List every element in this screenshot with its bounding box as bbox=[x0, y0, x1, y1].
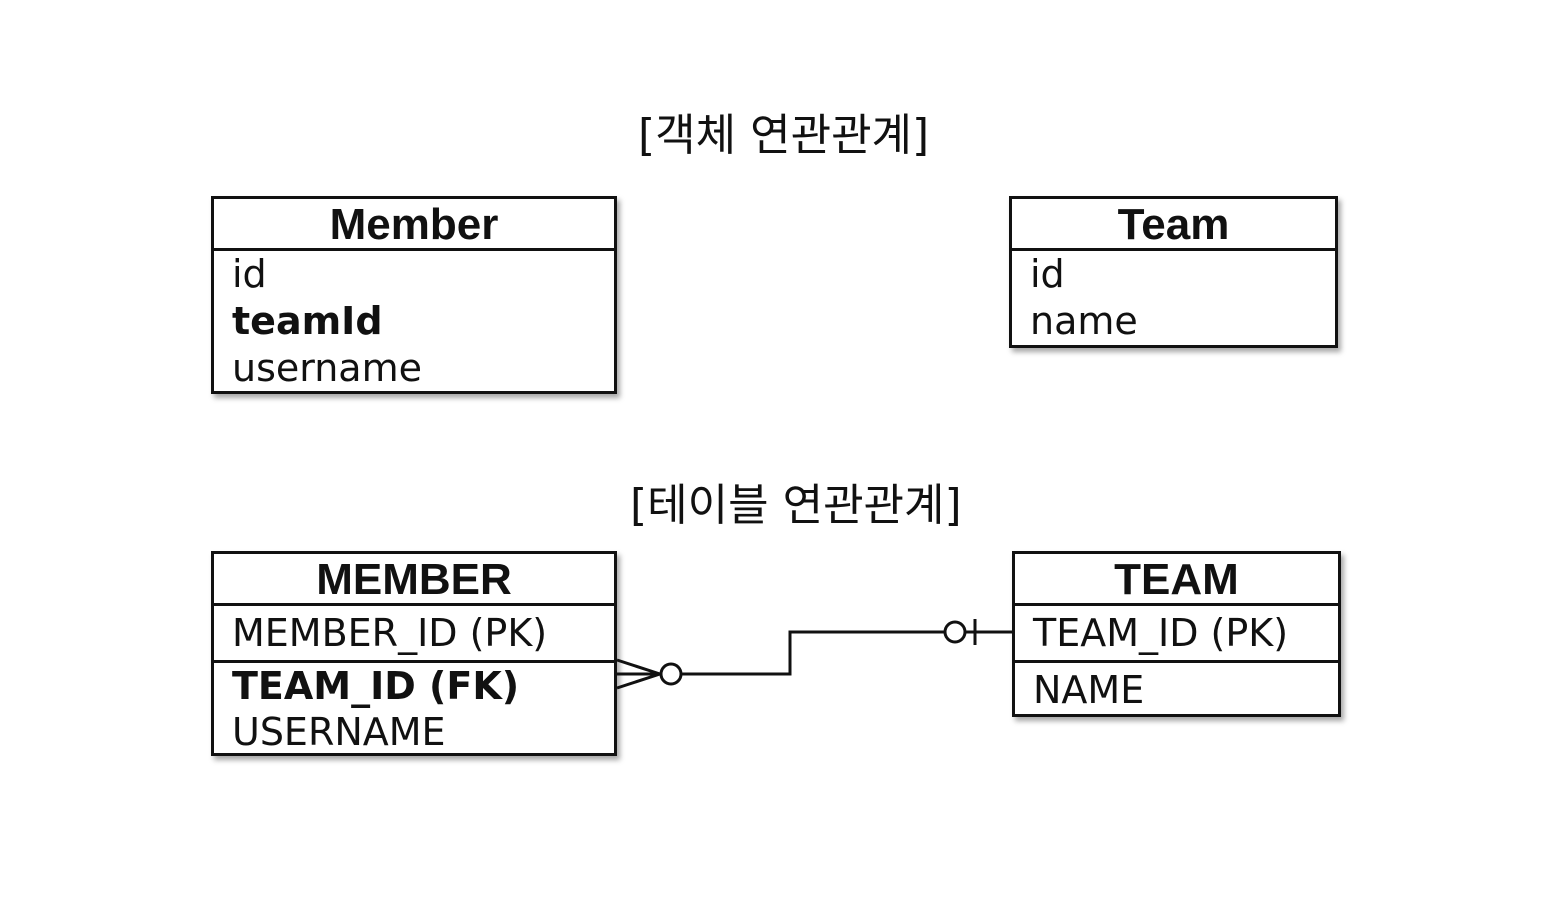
crows-foot-upper bbox=[616, 658, 661, 676]
team-name-label: NAME bbox=[1033, 668, 1145, 712]
member-username-label: USERNAME bbox=[232, 710, 446, 754]
member-end-zero-circle bbox=[659, 662, 683, 686]
team-object-entity: Team id name bbox=[1009, 196, 1338, 348]
member-object-name: Member bbox=[214, 199, 614, 251]
member-pk-label: MEMBER_ID (PK) bbox=[232, 611, 548, 655]
team-object-attributes: id name bbox=[1012, 251, 1335, 345]
member-pk-row: MEMBER_ID (PK) bbox=[214, 606, 614, 663]
team-attr-id: id bbox=[1030, 252, 1065, 296]
member-attr-username: username bbox=[232, 346, 422, 390]
relationship-line bbox=[681, 630, 944, 676]
member-object-attributes: id teamId username bbox=[214, 251, 614, 392]
member-attr-teamid: teamId bbox=[232, 299, 383, 343]
crows-foot-lower bbox=[616, 672, 661, 690]
member-other-rows: TEAM_ID (FK) USERNAME bbox=[214, 663, 614, 755]
team-table-entity: TEAM TEAM_ID (PK) NAME bbox=[1012, 551, 1341, 717]
team-object-name: Team bbox=[1012, 199, 1335, 251]
team-table-name: TEAM bbox=[1015, 554, 1338, 606]
team-pk-row: TEAM_ID (PK) bbox=[1015, 606, 1338, 663]
member-table-name: MEMBER bbox=[214, 554, 614, 606]
member-table-entity: MEMBER MEMBER_ID (PK) TEAM_ID (FK) USERN… bbox=[211, 551, 617, 756]
table-relationship-title: [테이블 연관관계] bbox=[630, 480, 962, 531]
team-pk-label: TEAM_ID (PK) bbox=[1033, 611, 1289, 655]
object-relationship-title: [객체 연관관계] bbox=[638, 110, 930, 161]
team-end-zero-circle bbox=[943, 620, 967, 644]
member-fk-label: TEAM_ID (FK) bbox=[232, 664, 520, 708]
member-attr-id: id bbox=[232, 252, 267, 296]
member-object-entity: Member id teamId username bbox=[211, 196, 617, 394]
team-name-row: NAME bbox=[1015, 663, 1338, 715]
team-attr-name: name bbox=[1030, 299, 1138, 343]
